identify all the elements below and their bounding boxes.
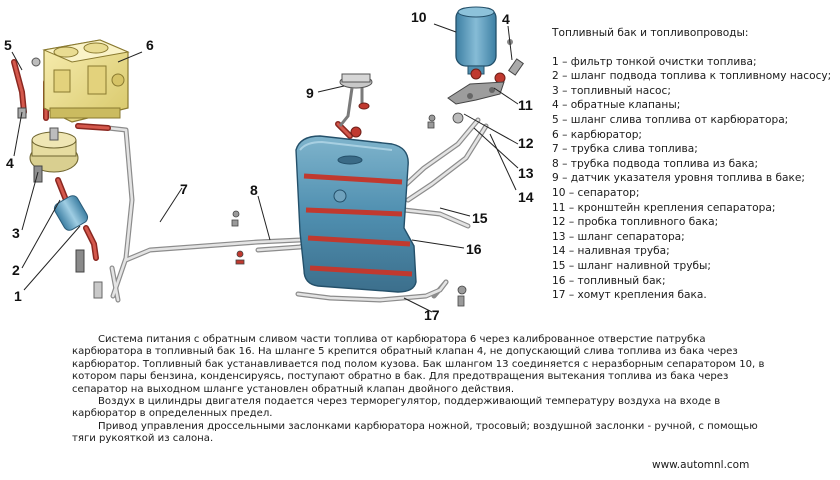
description-paragraph: Привод управления дроссельными заслонкам… [72, 420, 758, 445]
legend-item: 8 – трубка подвода топлива из бака; [552, 157, 759, 170]
website-link[interactable]: www.automnl.com [652, 459, 750, 471]
legend-title: Топливный бак и топливопроводы: [552, 27, 749, 39]
fuel-system-diagram: 5 6 4 3 2 1 7 8 9 10 4 11 12 13 14 15 16… [4, 6, 534, 323]
callout-14: 14 [518, 189, 534, 205]
legend-item: 6 – карбюратор; [552, 128, 643, 141]
legend-item: 7 – трубка слива топлива; [552, 143, 698, 156]
fasteners [231, 112, 467, 307]
fuel-level-sensor-illustration [338, 73, 373, 138]
description-text: Система питания с обратным сливом части … [72, 334, 772, 446]
legend-item: 3 – топливный насос; [552, 84, 671, 97]
legend-item: 17 – хомут крепления бака. [552, 289, 707, 302]
check-valve-illustration [507, 39, 524, 76]
callout-16: 16 [466, 241, 482, 257]
callout-4-left: 4 [6, 155, 14, 171]
callout-labels: 5 6 4 3 2 1 7 8 9 10 4 11 12 13 14 15 16… [4, 9, 534, 323]
legend-item: 9 – датчик указателя уровня топлива в ба… [552, 172, 805, 185]
fuel-filter-illustration [53, 195, 103, 299]
callout-9: 9 [306, 85, 314, 101]
legend-item: 13 – шланг сепаратора; [552, 230, 685, 243]
callout-10: 10 [411, 9, 427, 25]
carburetor-illustration [31, 39, 130, 123]
separator-illustration [455, 6, 506, 84]
legend-item: 14 – наливная труба; [552, 245, 670, 258]
callout-4-right: 4 [502, 11, 510, 27]
callout-17: 17 [424, 307, 440, 323]
description-paragraph: Система питания с обратным сливом части … [72, 334, 765, 395]
legend-item: 15 – шланг наливной трубы; [552, 259, 711, 272]
callout-3: 3 [12, 225, 20, 241]
callout-6: 6 [146, 37, 154, 53]
parts-legend: Топливный бак и топливопроводы: 1 – филь… [552, 26, 837, 303]
pipe-network [105, 117, 489, 303]
callout-1: 1 [14, 288, 22, 304]
callout-7: 7 [180, 181, 188, 197]
fuel-tank-illustration [295, 135, 417, 293]
callout-8: 8 [250, 182, 258, 198]
legend-item: 16 – топливный бак; [552, 274, 666, 287]
legend-item: 5 – шланг слива топлива от карбюратора; [552, 113, 789, 126]
callout-13: 13 [518, 165, 534, 181]
separator-bracket-illustration [447, 81, 505, 105]
callout-11: 11 [518, 97, 533, 113]
callout-15: 15 [472, 210, 488, 226]
leader-lines [11, 23, 519, 313]
legend-item: 11 – кронштейн крепления сепаратора; [552, 201, 776, 214]
legend-item: 2 – шланг подвода топлива к топливному н… [552, 70, 832, 83]
callout-12: 12 [518, 135, 534, 151]
legend-item: 4 – обратные клапаны; [552, 99, 681, 112]
callout-5: 5 [4, 37, 12, 53]
legend-item: 12 – пробка топливного бака; [552, 216, 719, 229]
legend-item: 10 – сепаратор; [552, 186, 640, 199]
callout-2: 2 [12, 262, 20, 278]
fuel-pump-illustration [17, 107, 79, 183]
description-paragraph: Воздух в цилиндры двигателя подается чер… [72, 396, 721, 420]
legend-item: 1 – фильтр тонкой очистки топлива; [552, 55, 757, 68]
